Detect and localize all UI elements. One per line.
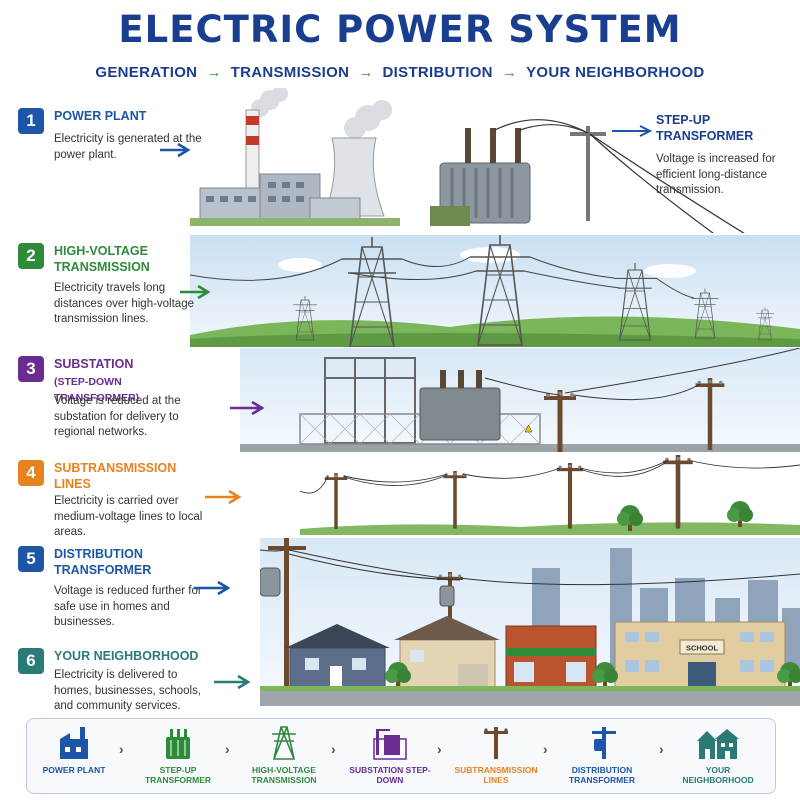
right-arrow-icon	[160, 142, 191, 158]
chevron-right-icon: ›	[659, 741, 664, 757]
summary-step-up-transformer: STEP-UP TRANSFORMER	[133, 725, 223, 785]
step-up-title: STEP-UP TRANSFORMER	[656, 113, 754, 143]
step-title: SUBSTATION	[54, 357, 134, 371]
right-arrow-icon	[214, 674, 251, 690]
flow-neighborhood: YOUR NEIGHBORHOOD	[526, 64, 705, 81]
step-number: 3	[18, 356, 44, 382]
step-up-transformer-note: STEP-UP TRANSFORMER Voltage is increased…	[656, 112, 786, 199]
right-arrow-icon	[194, 580, 231, 596]
right-arrow-icon	[230, 400, 265, 416]
step-title: POWER PLANT	[54, 109, 147, 123]
summary-substation: SUBSTATION STEP-DOWN	[345, 725, 435, 785]
step-up-description: Voltage is increased for efficient long-…	[656, 153, 776, 196]
power-plant-scene	[190, 88, 800, 233]
summary-label: STEP-UP TRANSFORMER	[144, 765, 212, 785]
step-title: YOUR NEIGHBORHOOD	[54, 649, 199, 663]
flow-transmission: TRANSMISSION	[230, 64, 350, 81]
chevron-right-icon: ›	[225, 741, 230, 757]
chevron-right-icon: ›	[119, 741, 124, 757]
chevron-right-icon: ›	[543, 741, 548, 757]
flow-generation: GENERATION	[95, 64, 198, 81]
pylon-icon	[272, 726, 296, 760]
step-description: Electricity is carried over medium-volta…	[54, 495, 203, 538]
pole-transformer-icon	[592, 727, 616, 759]
transmission-scene	[190, 235, 800, 347]
summary-label: YOUR NEIGHBORHOOD	[682, 765, 754, 785]
step-number: 6	[18, 648, 44, 674]
transformer-icon	[166, 729, 190, 759]
step-number: 2	[18, 243, 44, 269]
step-description: Voltage is reduced further for safe use …	[54, 585, 202, 628]
summary-high-voltage-transmission: HIGH-VOLTAGE TRANSMISSION	[239, 725, 329, 785]
step-number: 1	[18, 108, 44, 134]
step-title: HIGH-VOLTAGE TRANSMISSION	[54, 244, 150, 274]
chevron-right-icon: ›	[331, 741, 336, 757]
summary-bar: POWER PLANT › STEP-UP TRANSFORMER › HIGH…	[26, 718, 776, 794]
summary-distribution-transformer: DISTRIBUTION TRANSFORMER	[557, 725, 647, 785]
step-description: Voltage is reduced at the substation for…	[54, 395, 181, 438]
flow-header: GENERATION → TRANSMISSION → DISTRIBUTION → YOU…	[0, 64, 800, 81]
step-number: 5	[18, 546, 44, 572]
houses-icon	[697, 729, 739, 759]
summary-neighborhood: YOUR NEIGHBORHOOD	[673, 725, 763, 785]
step-description: Electricity is delivered to homes, busin…	[54, 669, 202, 712]
step-description: Electricity travels long distances over …	[54, 282, 194, 325]
flow-arrow-icon: →	[501, 64, 518, 81]
right-arrow-icon	[180, 284, 211, 300]
right-arrow-icon	[612, 125, 653, 137]
summary-subtransmission: SUBTRANSMISSION LINES	[451, 725, 541, 785]
summary-label: HIGH-VOLTAGE TRANSMISSION	[251, 765, 317, 785]
flow-distribution: DISTRIBUTION	[382, 64, 493, 81]
factory-icon	[60, 727, 88, 759]
substation-icon	[373, 729, 407, 760]
chevron-right-icon: ›	[437, 741, 442, 757]
school-sign: SCHOOL	[686, 644, 719, 653]
flow-arrow-icon: →	[206, 64, 222, 81]
step-number: 4	[18, 460, 44, 486]
pole-icon	[484, 727, 508, 759]
step-title: DISTRIBUTION TRANSFORMER	[54, 547, 152, 577]
step-description: Electricity is generated at the power pl…	[54, 133, 202, 161]
flow-arrow-icon: →	[358, 64, 374, 81]
page-title: ELECTRIC POWER SYSTEM	[118, 8, 682, 51]
summary-label: SUBSTATION STEP-DOWN	[349, 765, 431, 785]
summary-power-plant: POWER PLANT	[29, 725, 119, 775]
subtransmission-scene	[300, 455, 800, 535]
step-subtitle: (STEP-DOWN TRANSFORMER)	[54, 376, 140, 404]
summary-label: POWER PLANT	[42, 765, 106, 775]
right-arrow-icon	[205, 489, 242, 505]
summary-label: SUBTRANSMISSION LINES	[454, 765, 538, 785]
substation-scene	[240, 348, 800, 452]
neighborhood-scene: SCHOOL	[260, 538, 800, 706]
step-title: SUBTRANSMISSION LINES	[54, 461, 177, 491]
summary-label: DISTRIBUTION TRANSFORMER	[568, 765, 636, 785]
